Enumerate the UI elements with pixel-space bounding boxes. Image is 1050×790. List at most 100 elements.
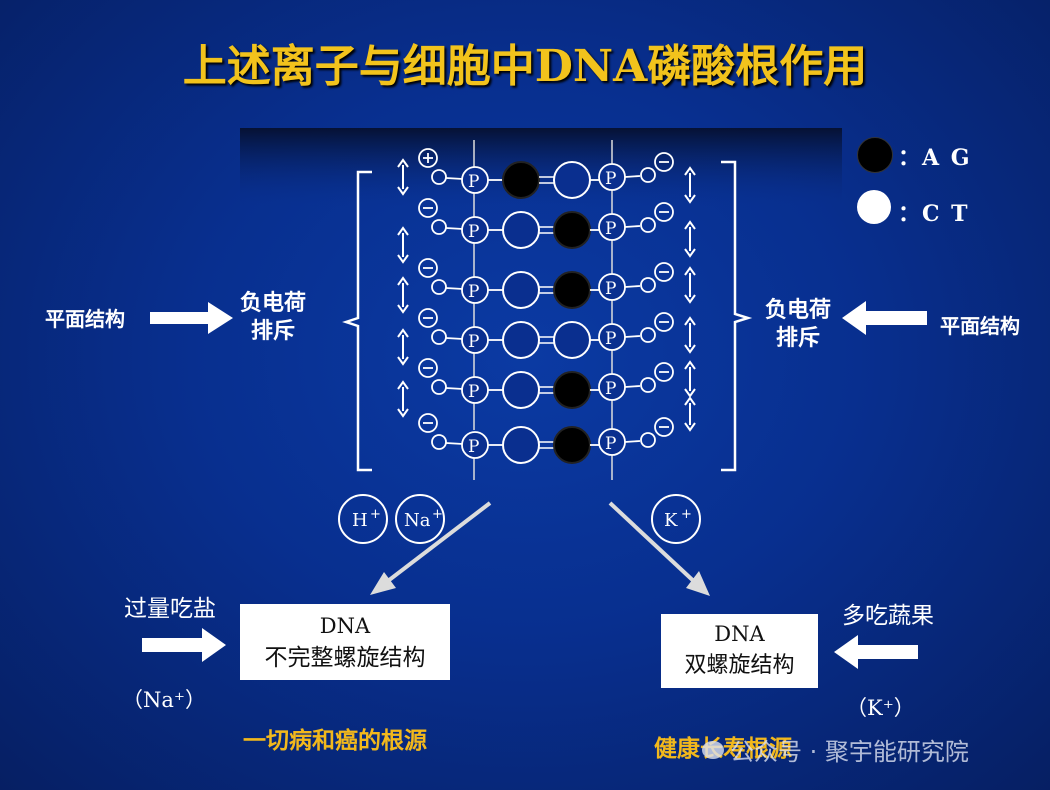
ion-na (395, 494, 445, 544)
oxygen-circle (640, 277, 656, 293)
right-box-line1: DNA (714, 622, 765, 646)
phosphate-label: P (468, 332, 479, 352)
charge-circle (654, 417, 674, 437)
oxygen-circle (431, 434, 447, 450)
page-title: 上述离子与细胞中DNA磷酸根作用 (182, 41, 868, 92)
watermark: 公众号 · 聚宇能研究院 (702, 732, 969, 767)
phosphate-label: P (605, 219, 616, 239)
left-repulse-line2: 排斥 (251, 319, 296, 344)
ion-na-label: Na (404, 510, 431, 531)
charge-circle (418, 198, 438, 218)
right-food-label: 多吃蔬果 (842, 603, 934, 629)
left-repulsion-arrow (397, 328, 409, 366)
oxygen-circle (431, 169, 447, 185)
phosphate-label: P (605, 379, 616, 399)
ion-h (338, 494, 388, 544)
right-repulse-line2: 排斥 (776, 326, 821, 351)
charge-circle (418, 413, 438, 433)
right-food-arrow (834, 635, 918, 669)
left-structure-arrow (150, 302, 233, 334)
base-circle (502, 211, 540, 249)
diagram-shadow (240, 128, 842, 208)
wechat-icon (702, 740, 724, 759)
left-box-line1: DNA (319, 614, 371, 638)
base-circle (502, 161, 540, 199)
charge-circle (418, 358, 438, 378)
oxygen-circle (640, 327, 656, 343)
left-repulsion-arrow (397, 276, 409, 314)
right-repulsion-arrow (684, 316, 696, 354)
watermark-text: 公众号 · 聚宇能研究院 (730, 738, 969, 766)
left-food-label: 过量吃盐 (124, 596, 216, 622)
base-circle (502, 271, 540, 309)
charge-circle (418, 148, 438, 168)
left-food-arrow (142, 628, 226, 662)
base-circle (502, 371, 540, 409)
oxygen-circle (640, 217, 656, 233)
phosphate-label: P (468, 282, 479, 302)
ion-h-label: H (352, 510, 368, 531)
left-dna-box: DNA 不完整螺旋结构 (240, 604, 450, 680)
right-repulsion-arrow (684, 266, 696, 304)
left-repulsion-arrow (397, 380, 409, 418)
right-ion-note: （K⁺） (846, 696, 915, 720)
legend-light-circle (857, 190, 891, 224)
left-ion-note: （Na⁺） (122, 688, 206, 712)
oxygen-circle (431, 329, 447, 345)
charge-circle (418, 258, 438, 278)
base-circle (553, 426, 591, 464)
base-circle (502, 321, 540, 359)
charge-circle (654, 362, 674, 382)
right-diagonal-arrow (608, 501, 710, 596)
right-repulsion-arrow (684, 360, 696, 398)
charge-circle (654, 152, 674, 172)
right-box-line2: 双螺旋结构 (684, 653, 795, 678)
base-circle (553, 271, 591, 309)
charge-circle (654, 202, 674, 222)
charge-circle (418, 308, 438, 328)
base-circle (553, 211, 591, 249)
legend-dark-label: ：A G (898, 145, 972, 171)
left-conclusion: 一切病和癌的根源 (243, 728, 427, 754)
left-diagonal-arrow (370, 501, 492, 595)
ion-na-plus: + (432, 507, 443, 522)
ion-h-plus: + (370, 507, 381, 522)
left-repulse-label: 负电荷 排斥 (240, 290, 306, 346)
ion-k-label: K (664, 510, 678, 531)
legend-light-label: ：C T (898, 201, 970, 227)
right-repulsion-arrow (684, 220, 696, 258)
charge-circle (654, 312, 674, 332)
oxygen-circle (431, 279, 447, 295)
left-structure-label: 平面结构 (45, 307, 125, 331)
left-repulsion-arrow (397, 226, 409, 264)
phosphate-label: P (605, 434, 616, 454)
base-circle (553, 371, 591, 409)
oxygen-circle (640, 167, 656, 183)
phosphate-label: P (468, 437, 479, 457)
phosphate-label: P (468, 382, 479, 402)
phosphate-label: P (605, 169, 616, 189)
right-dna-box: DNA 双螺旋结构 (661, 614, 818, 688)
left-repulsion-arrow (397, 158, 409, 196)
base-circle (553, 321, 591, 359)
charge-circle (654, 262, 674, 282)
right-repulse-line1: 负电荷 (765, 298, 832, 323)
phosphate-label: P (468, 172, 479, 192)
right-bracket (721, 160, 753, 472)
right-repulsion-arrow (684, 396, 696, 432)
legend-dark-circle (857, 137, 893, 173)
oxygen-circle (640, 377, 656, 393)
oxygen-circle (431, 219, 447, 235)
phosphate-label: P (605, 329, 616, 349)
left-bracket (342, 170, 372, 472)
ion-k-plus: + (681, 507, 692, 522)
phosphate-label: P (468, 222, 479, 242)
base-circle (553, 161, 591, 199)
